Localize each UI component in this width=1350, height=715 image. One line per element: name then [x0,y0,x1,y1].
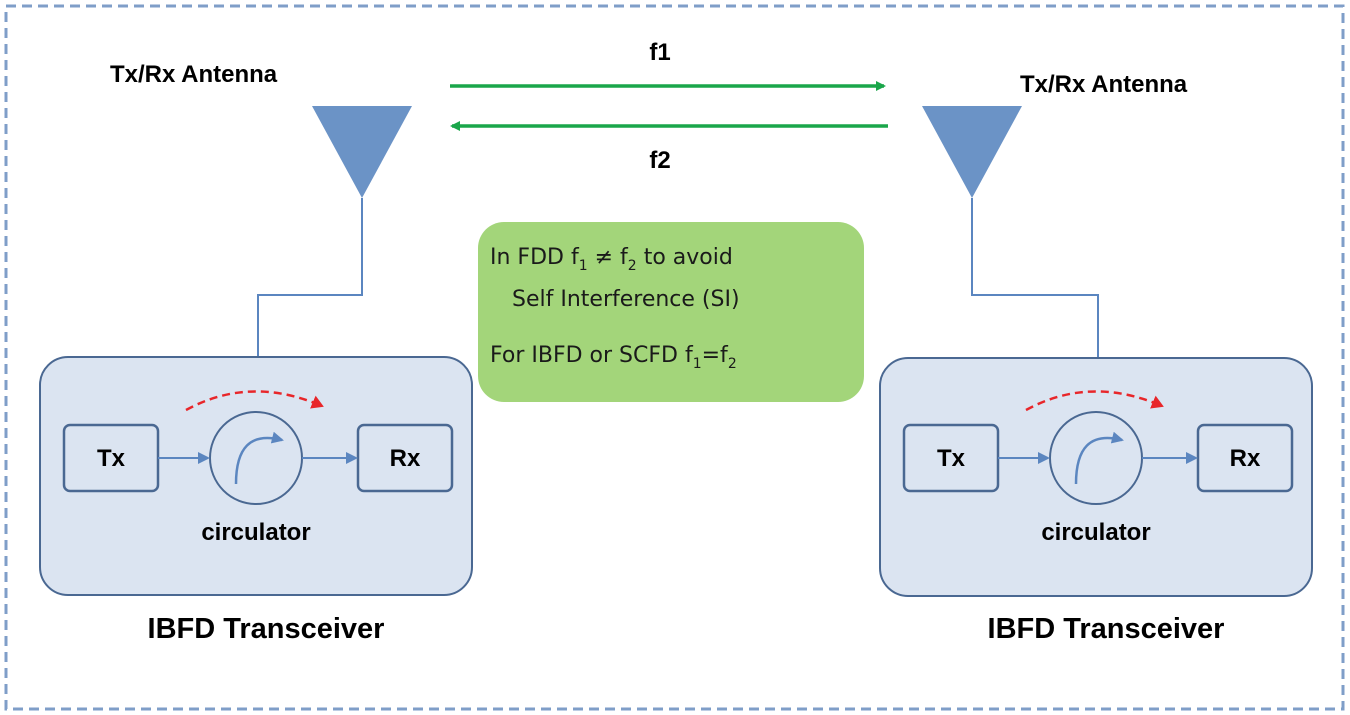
right-rx-label: Rx [1230,445,1261,472]
right-antenna-label: Tx/Rx Antenna [1020,71,1188,98]
right-transceiver-label: IBFD Transceiver [988,613,1225,645]
wireless-links: f1 f2 [450,39,888,174]
right-antenna-feed-line [971,198,1099,383]
left-circulator-inner-arrow [234,431,284,485]
left-tx-label: Tx [97,445,126,472]
left-antenna-feed-line [257,198,363,383]
note-line-3: For IBFD or SCFD f1=f2 [490,343,737,372]
note-box [478,222,864,402]
antenna-icon [922,106,1022,198]
right-self-interference-arrow [1025,390,1164,412]
left-node: Tx/Rx Antenna Tx Rx circulator IBFD Tran… [39,61,473,645]
left-antenna-label: Tx/Rx Antenna [110,61,278,88]
right-circulator-label: circulator [1041,519,1150,546]
circulator-icon [1049,411,1143,505]
backward-link-label: f2 [649,147,670,174]
note-line-2: Self Interference (SI) [512,287,740,312]
left-circulator-label: circulator [201,519,310,546]
left-self-interference-arrow [185,390,324,412]
left-rx-block [356,423,454,493]
right-circulator-inner-arrow [1074,431,1124,485]
forward-link-label: f1 [649,39,670,66]
right-rx-block [1196,423,1294,493]
frequency-note: In FDD f1 ≠ f2 to avoid Self Interferenc… [478,222,864,402]
left-rx-label: Rx [390,445,421,472]
outer-dashed-frame [4,4,1345,711]
note-line-1: In FDD f1 ≠ f2 to avoid [490,245,733,274]
left-transceiver-label: IBFD Transceiver [148,613,385,645]
right-node: Tx/Rx Antenna Tx Rx circulator IBFD Tran… [879,71,1313,645]
circulator-icon [209,411,303,505]
antenna-icon [312,106,412,198]
right-tx-label: Tx [937,445,966,472]
